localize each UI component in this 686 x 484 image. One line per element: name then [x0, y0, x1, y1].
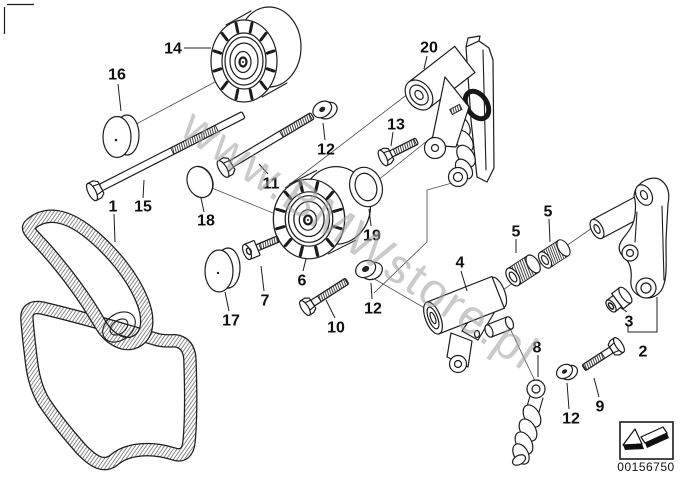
callout-leader-line — [548, 218, 551, 243]
drive-belt-drawing — [20, 209, 198, 471]
part-callout-label: 12 — [562, 411, 580, 428]
callout-leader-line — [322, 122, 326, 141]
cap-18-drawing — [186, 165, 214, 199]
part-callout-label: 7 — [261, 293, 270, 310]
callout-leader-line — [200, 197, 205, 213]
part-callout-label: 5 — [544, 204, 553, 221]
socket-bolt-7-drawing — [241, 235, 280, 261]
corner-crop-mark — [3, 3, 34, 34]
part-callout-label: 15 — [134, 199, 152, 216]
callout-leader-line — [260, 265, 265, 292]
part-callout-label: 6 — [298, 273, 307, 290]
tensioner-assembly-drawing — [404, 35, 495, 188]
callout-leader-line — [620, 307, 628, 313]
part-callout-label: 8 — [533, 340, 542, 357]
needle-bearing-drawing — [537, 239, 571, 269]
part-callout-label: 9 — [596, 399, 605, 416]
washer-12a-drawing — [312, 100, 338, 120]
part-callout-label: 4 — [456, 255, 465, 272]
direction-arrow-icon — [619, 421, 674, 460]
part-callout-label: 1 — [109, 199, 118, 216]
cap-17-drawing — [204, 247, 241, 293]
callout-leader-line — [113, 213, 116, 243]
bolt-9-drawing — [581, 337, 626, 371]
callout-leader-line — [142, 179, 145, 199]
needle-bearing-drawing — [505, 254, 541, 287]
wave-ring-19-drawing — [348, 166, 384, 208]
deflection-pulley-14-drawing — [209, 5, 303, 104]
cap-16-drawing — [102, 114, 140, 159]
part-callout-label: 20 — [420, 40, 438, 57]
callout-leader-line — [627, 297, 658, 333]
part-callout-label: 10 — [327, 320, 345, 337]
callout-leader-line — [117, 83, 122, 112]
callout-leader-line — [325, 299, 336, 319]
tensioner-arm-drawing — [423, 275, 515, 374]
bolt-13-drawing — [377, 137, 419, 167]
part-callout-label: 14 — [164, 41, 182, 58]
part-callout-label: 19 — [363, 228, 381, 245]
part-callout-label: 18 — [197, 213, 215, 230]
callout-leader-line — [390, 131, 394, 147]
part-callout-label: 12 — [317, 142, 335, 159]
callout-leader-line — [224, 291, 230, 312]
callout-leader-line — [460, 270, 468, 292]
callout-leader-line — [566, 382, 570, 410]
part-callout-label: 2 — [639, 344, 648, 361]
washer-12b-drawing — [355, 259, 383, 281]
bolt-15-drawing — [85, 111, 246, 202]
callout-leader-line — [368, 208, 372, 227]
part-callout-label: 16 — [108, 67, 126, 84]
belt-twist-curl — [102, 311, 136, 343]
damper-drawing — [511, 379, 546, 466]
bolt-10-drawing — [298, 278, 349, 316]
part-callout-label: 3 — [625, 314, 634, 331]
part-callout-label: 13 — [387, 117, 405, 134]
callout-leader-line — [370, 282, 373, 300]
bolt-11-drawing — [216, 112, 315, 178]
part-callout-label: 5 — [512, 224, 521, 241]
part-callout-label: 17 — [222, 313, 240, 330]
support-bracket-drawing — [618, 177, 670, 299]
part-callout-label: 12 — [364, 301, 382, 318]
callout-leader-line — [423, 55, 428, 70]
callout-leader-line — [593, 377, 600, 398]
callout-leader-line — [302, 258, 307, 272]
part-number: 00156750 — [617, 460, 674, 474]
washer-12c-drawing — [555, 363, 579, 381]
callout-layer: 1 15 16 14 18 17 7 6 10 11 12 12 12 13 19 20 5 5 4 8 9 32 — [108, 40, 658, 428]
bushing-drawing — [605, 286, 633, 313]
diagram-footer: 00156750 — [617, 421, 674, 474]
callout-leader-line — [258, 163, 269, 175]
part-callout-label: 11 — [263, 176, 280, 193]
